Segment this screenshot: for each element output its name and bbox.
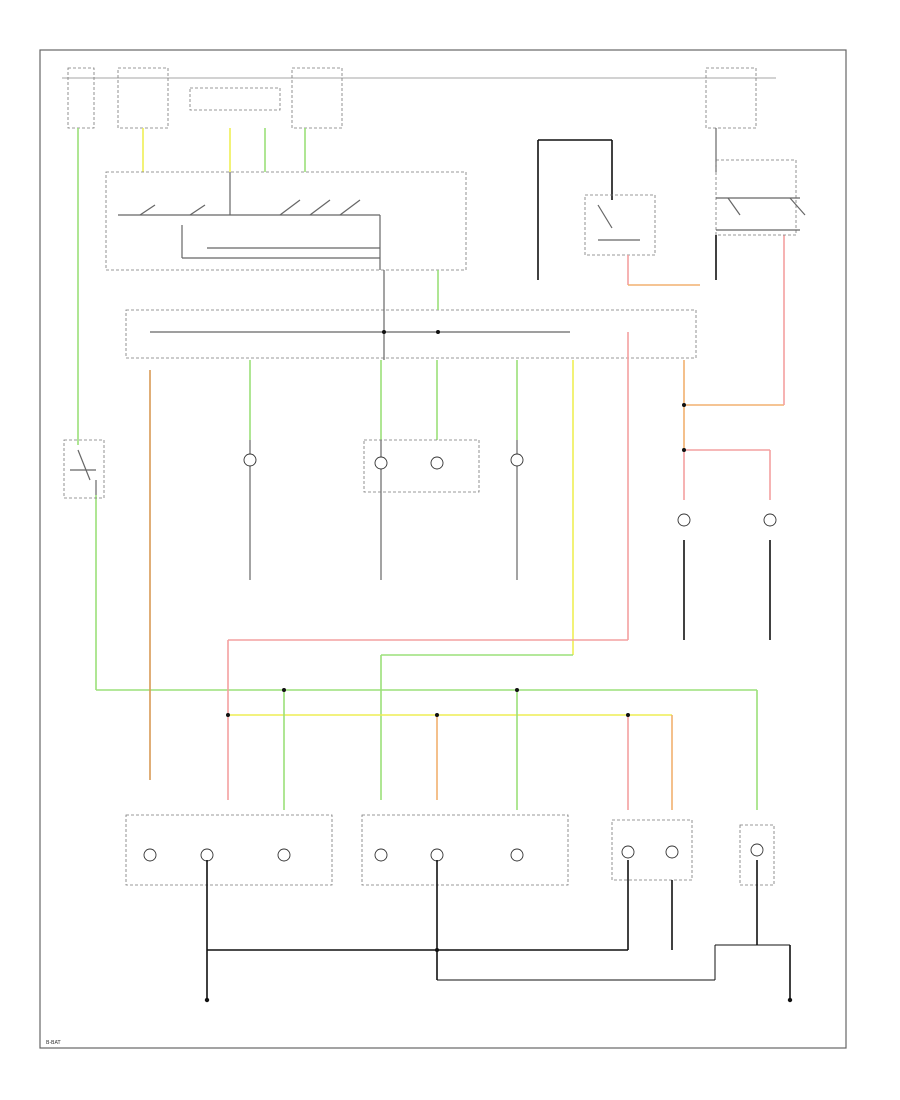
license-lamp-1-icon — [621, 845, 635, 859]
left-green-run — [77, 165, 757, 691]
upper-grounds — [683, 540, 771, 640]
right-front-lamp-box — [361, 814, 569, 886]
right-front-lamp-3-icon — [510, 848, 524, 862]
meter-lamp-1-icon — [374, 456, 388, 470]
lamp-feeds — [149, 235, 785, 800]
right-front-lamp-2-icon — [430, 848, 444, 862]
license-lamp-box — [611, 819, 693, 881]
corner-tag: B-BAT — [46, 1040, 62, 1046]
lower-bus — [228, 690, 758, 810]
diagram-border — [39, 49, 847, 1049]
ground-left-icon — [204, 997, 210, 1003]
fuse-drop-wires — [77, 128, 717, 172]
left-front-lamp-3-icon — [277, 848, 291, 862]
junction-dots — [226, 330, 686, 952]
distribution-bus — [125, 270, 697, 360]
left-front-lamp-2-icon — [200, 848, 214, 862]
left-front-lamp-box — [125, 814, 333, 886]
right-front-lamp-1-icon — [374, 848, 388, 862]
meter-lamp-2-icon — [430, 456, 444, 470]
left-compartment-lamp-icon — [677, 513, 691, 527]
combination-meter-box — [363, 439, 480, 493]
combination-switch-box — [105, 171, 467, 271]
ignition-switch-area — [537, 139, 806, 286]
left-vanity-lamp-icon — [243, 453, 257, 467]
dimmer-switch — [63, 439, 105, 499]
right-vanity-lamp-icon — [510, 453, 524, 467]
lower-lamp-groups — [125, 814, 775, 886]
fuse-block-left — [67, 67, 757, 129]
license-lamp-2-icon — [665, 845, 679, 859]
lower-grounds — [204, 860, 793, 1003]
right-compartment-lamp-icon — [763, 513, 777, 527]
combination-switch-contacts — [118, 172, 381, 270]
upper-lamps — [243, 439, 777, 527]
ground-right-icon — [787, 997, 793, 1003]
trunk-lamp-icon — [750, 843, 764, 857]
left-front-lamp-1-icon — [143, 848, 157, 862]
